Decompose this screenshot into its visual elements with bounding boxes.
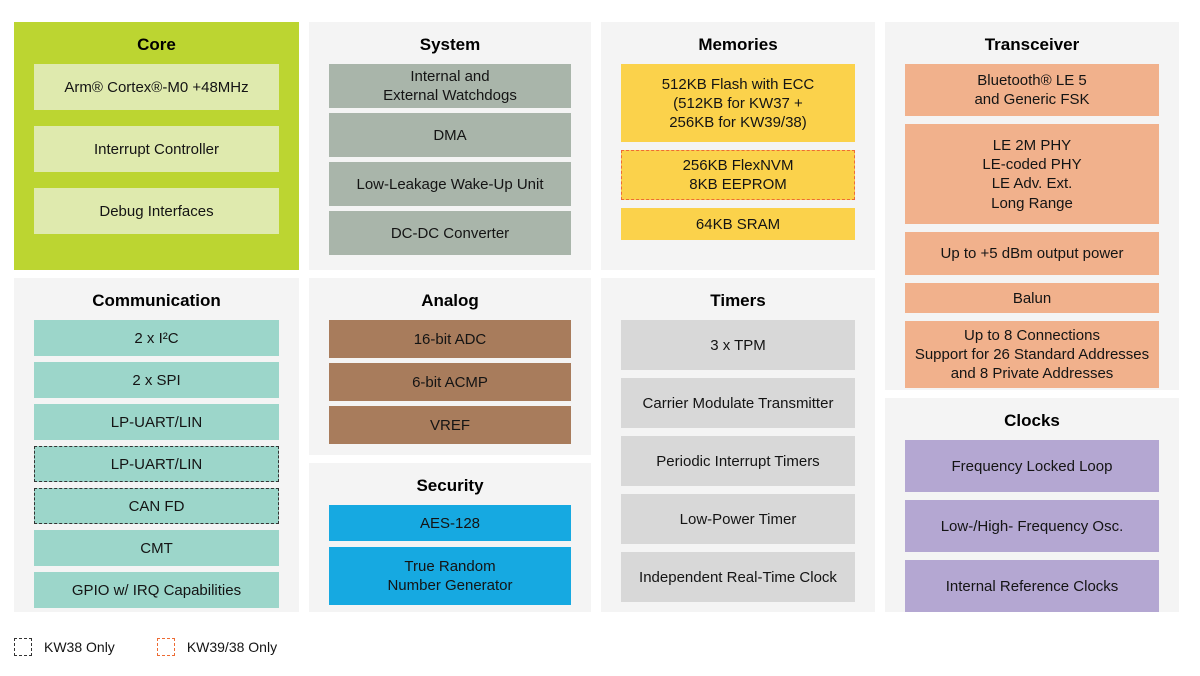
block-aes-128: AES-128 (329, 505, 571, 542)
section-security: Security AES-128 True Random Number Gene… (309, 463, 591, 612)
block-i2c: 2 x I²C (34, 320, 279, 357)
block-flash-ecc: 512KB Flash with ECC (512KB for KW37 + 2… (621, 64, 855, 143)
security-blocks: AES-128 True Random Number Generator (329, 505, 571, 606)
block-phy-modes: LE 2M PHY LE-coded PHY LE Adv. Ext. Long… (905, 124, 1159, 225)
kw39-38-dashed-swatch-icon (156, 638, 175, 656)
block-watchdogs: Internal and External Watchdogs (329, 64, 571, 109)
column-3: Memories 512KB Flash with ECC (512KB for… (601, 22, 875, 612)
transceiver-blocks: Bluetooth® LE 5 and Generic FSK LE 2M PH… (905, 64, 1159, 389)
block-gpio-irq: GPIO w/ IRQ Capabilities (34, 572, 279, 609)
section-timers-title: Timers (710, 291, 766, 310)
block-periodic-interrupt-timers: Periodic Interrupt Timers (621, 436, 855, 487)
block-connections-addresses: Up to 8 Connections Support for 26 Stand… (905, 321, 1159, 389)
block-output-power: Up to +5 dBm output power (905, 232, 1159, 276)
block-internal-reference-clocks: Internal Reference Clocks (905, 560, 1159, 613)
section-core: Core Arm® Cortex®-M0 +48MHz Interrupt Co… (14, 22, 299, 270)
block-interrupt-controller: Interrupt Controller (34, 126, 279, 173)
communication-blocks: 2 x I²C 2 x SPI LP-UART/LIN LP-UART/LIN … (34, 320, 279, 609)
section-security-title: Security (416, 476, 484, 495)
core-blocks: Arm® Cortex®-M0 +48MHz Interrupt Control… (34, 64, 279, 235)
block-debug-interfaces: Debug Interfaces (34, 188, 279, 235)
kw38-dashed-swatch-icon (14, 638, 32, 656)
block-can-fd-kw38-only: CAN FD (34, 488, 279, 525)
legend-kw39-38-label: KW39/38 Only (186, 639, 278, 655)
block-lp-uart-lin-1: LP-UART/LIN (34, 404, 279, 441)
section-analog: Analog 16-bit ADC 6-bit ACMP VREF (309, 278, 591, 455)
legend: KW38 Only KW39/38 Only (14, 638, 1200, 656)
section-clocks: Clocks Frequency Locked Loop Low-/High- … (885, 398, 1179, 613)
block-spi: 2 x SPI (34, 362, 279, 399)
block-low-power-timer: Low-Power Timer (621, 494, 855, 545)
section-memories-title: Memories (698, 35, 778, 54)
block-bluetooth-le5-fsk: Bluetooth® LE 5 and Generic FSK (905, 64, 1159, 117)
section-analog-title: Analog (421, 291, 479, 310)
block-flexnvm-eeprom-kw39-38-only: 256KB FlexNVM 8KB EEPROM (621, 150, 855, 201)
block-6bit-acmp: 6-bit ACMP (329, 363, 571, 402)
section-core-title: Core (137, 35, 176, 54)
block-sram: 64KB SRAM (621, 208, 855, 241)
block-dma: DMA (329, 113, 571, 158)
block-true-random-number-generator: True Random Number Generator (329, 547, 571, 606)
column-2: System Internal and External Watchdogs D… (309, 22, 591, 612)
section-system: System Internal and External Watchdogs D… (309, 22, 591, 270)
block-lp-uart-lin-2-kw38-only: LP-UART/LIN (34, 446, 279, 483)
block-vref: VREF (329, 406, 571, 445)
section-communication-title: Communication (92, 291, 221, 310)
legend-kw38: KW38 Only (14, 638, 115, 656)
block-arm-cortex-m0: Arm® Cortex®-M0 +48MHz (34, 64, 279, 111)
block-llwu: Low-Leakage Wake-Up Unit (329, 162, 571, 207)
timers-blocks: 3 x TPM Carrier Modulate Transmitter Per… (621, 320, 855, 603)
diagram-board: Core Arm® Cortex®-M0 +48MHz Interrupt Co… (14, 22, 1179, 613)
block-low-high-frequency-osc: Low-/High- Frequency Osc. (905, 500, 1159, 553)
clocks-blocks: Frequency Locked Loop Low-/High- Frequen… (905, 440, 1159, 613)
block-balun: Balun (905, 283, 1159, 314)
block-tpm: 3 x TPM (621, 320, 855, 371)
block-frequency-locked-loop: Frequency Locked Loop (905, 440, 1159, 493)
block-independent-rtc: Independent Real-Time Clock (621, 552, 855, 603)
section-communication: Communication 2 x I²C 2 x SPI LP-UART/LI… (14, 278, 299, 612)
analog-blocks: 16-bit ADC 6-bit ACMP VREF (329, 320, 571, 445)
section-clocks-title: Clocks (1004, 411, 1060, 430)
block-cmt: CMT (34, 530, 279, 567)
block-carrier-modulate-transmitter: Carrier Modulate Transmitter (621, 378, 855, 429)
section-memories: Memories 512KB Flash with ECC (512KB for… (601, 22, 875, 270)
block-dcdc-converter: DC-DC Converter (329, 211, 571, 256)
section-transceiver: Transceiver Bluetooth® LE 5 and Generic … (885, 22, 1179, 390)
legend-kw38-label: KW38 Only (44, 639, 115, 655)
column-4: Transceiver Bluetooth® LE 5 and Generic … (885, 22, 1179, 613)
column-1: Core Arm® Cortex®-M0 +48MHz Interrupt Co… (14, 22, 299, 612)
section-timers: Timers 3 x TPM Carrier Modulate Transmit… (601, 278, 875, 612)
section-transceiver-title: Transceiver (984, 35, 1080, 54)
section-system-title: System (419, 35, 481, 54)
legend-kw39-38: KW39/38 Only (156, 638, 278, 656)
memories-blocks: 512KB Flash with ECC (512KB for KW37 + 2… (621, 64, 855, 241)
system-blocks: Internal and External Watchdogs DMA Low-… (329, 64, 571, 256)
block-16bit-adc: 16-bit ADC (329, 320, 571, 359)
